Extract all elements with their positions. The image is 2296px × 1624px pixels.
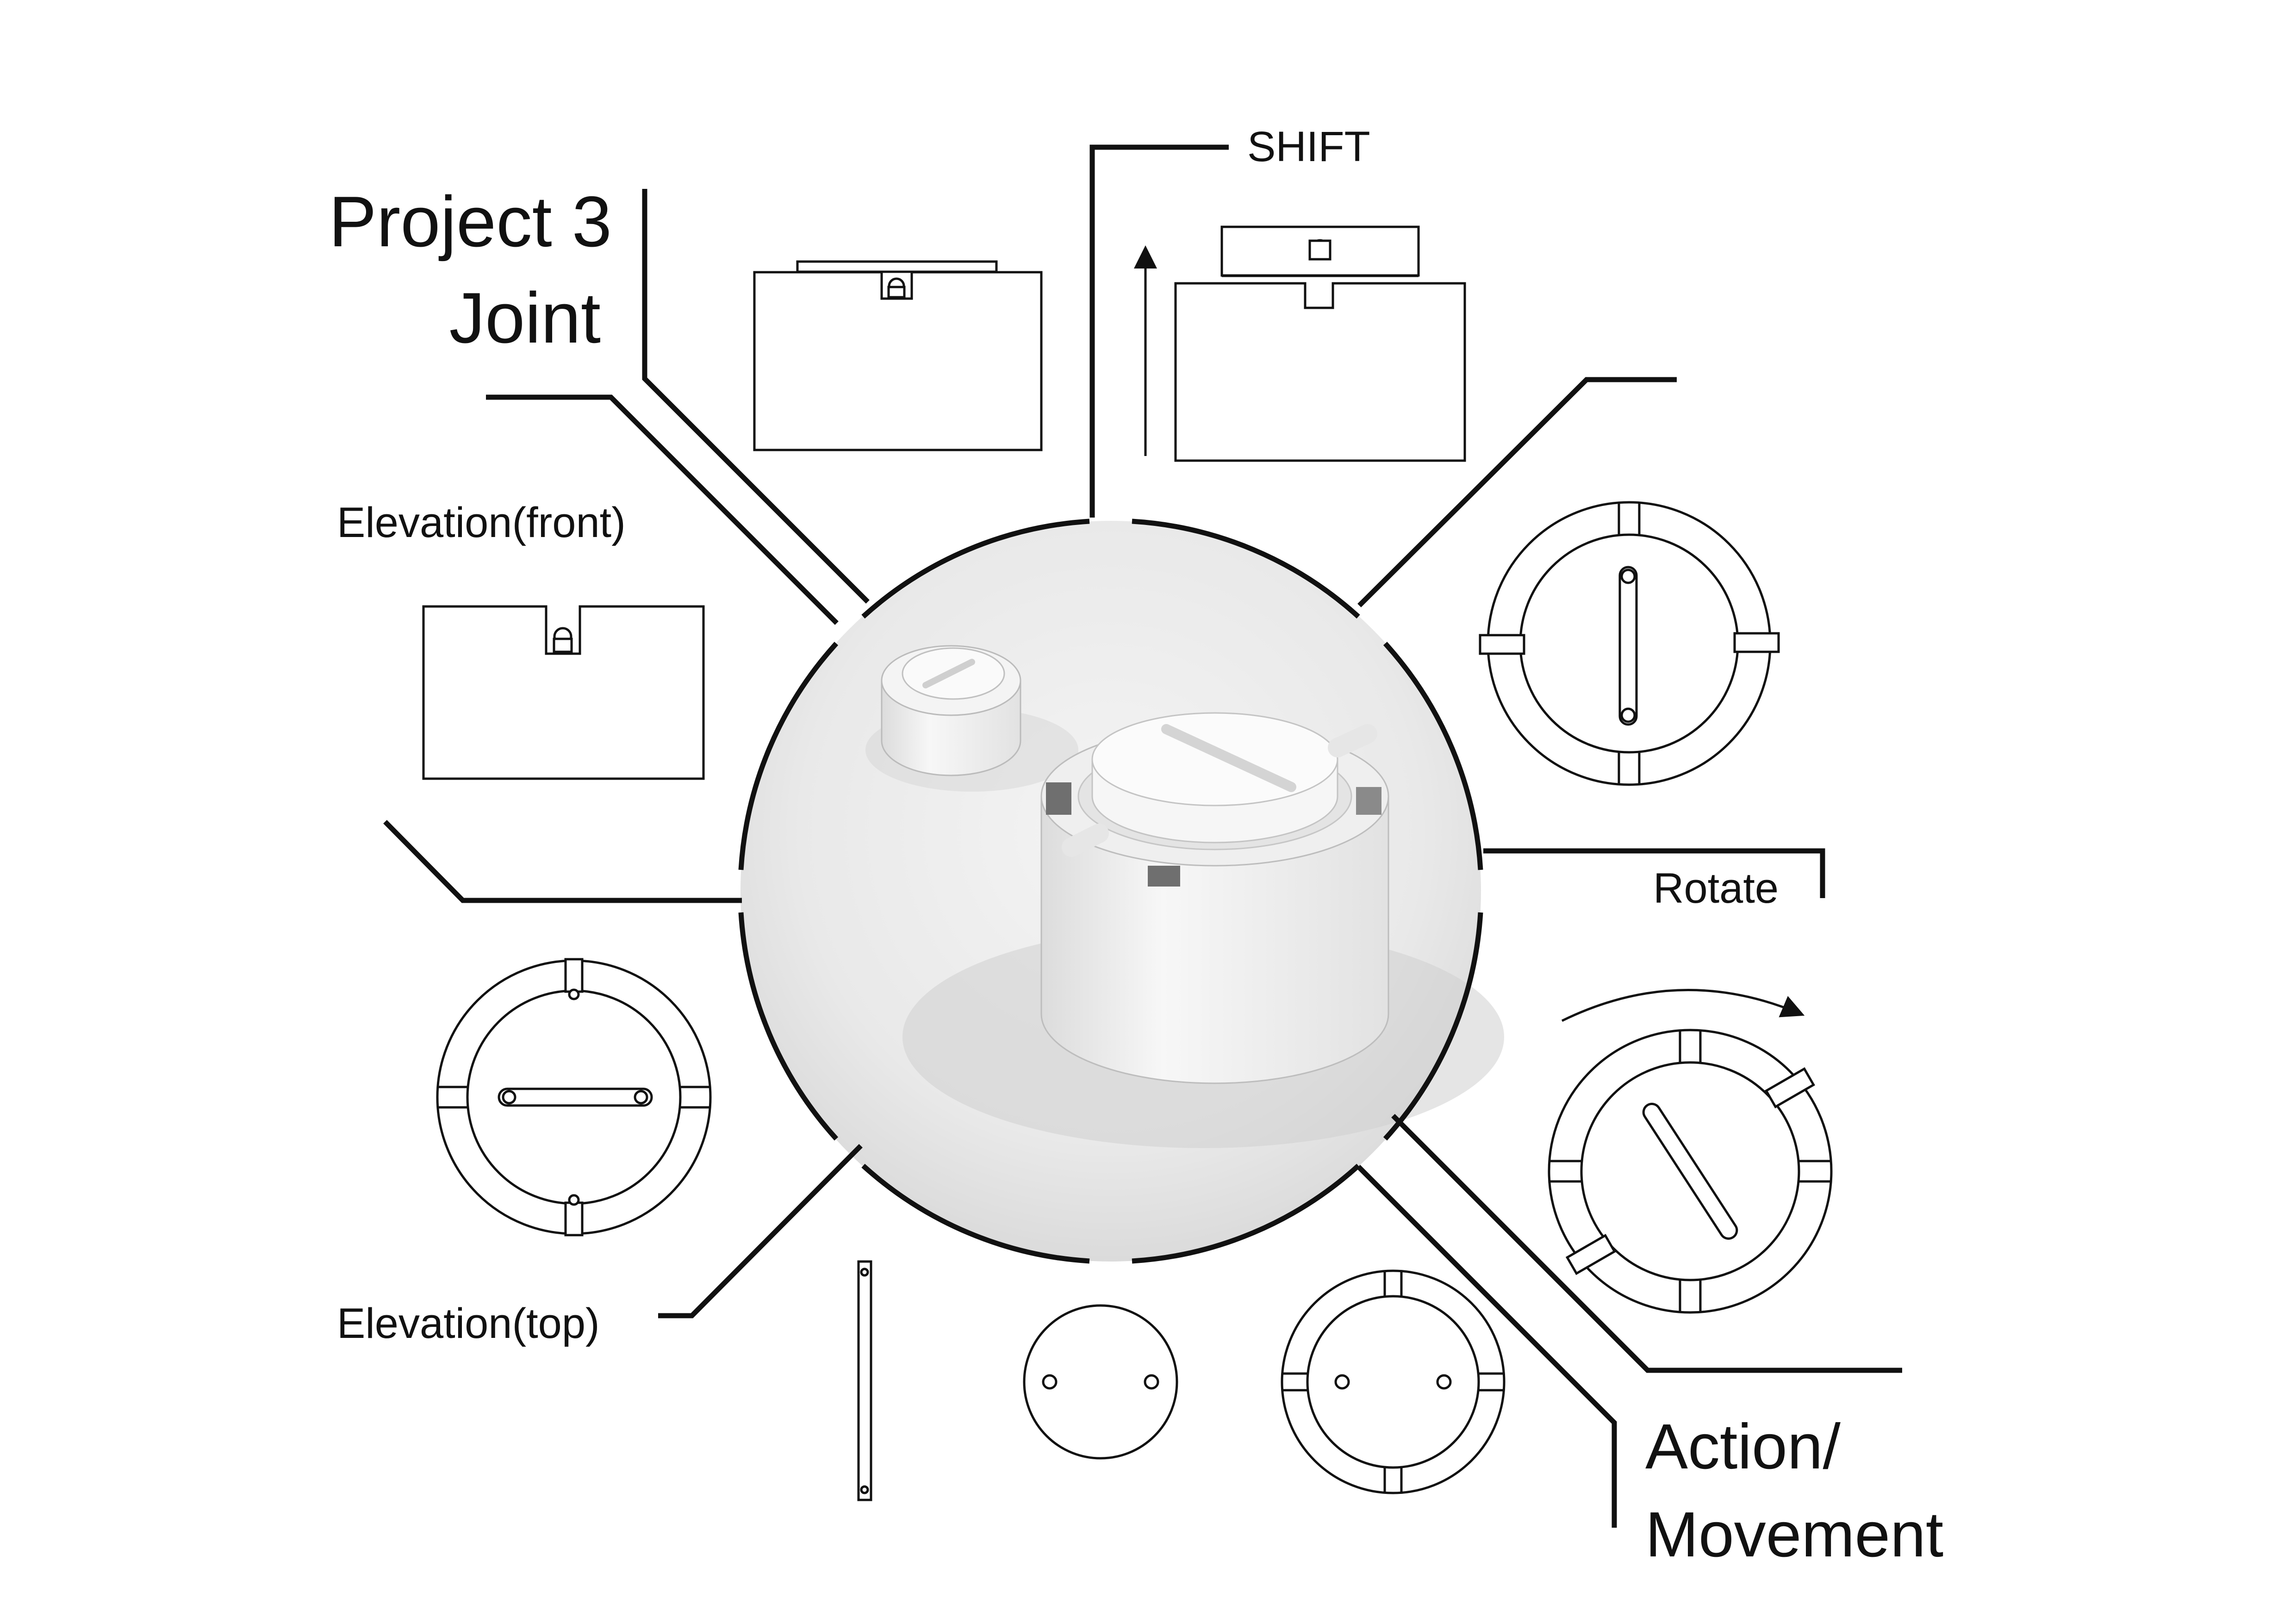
elevation-front-drawing bbox=[422, 605, 705, 780]
circle-frame bbox=[738, 518, 1483, 1264]
project-title-line1: Project 3 bbox=[329, 181, 612, 262]
large-joint-render bbox=[1040, 712, 1389, 1084]
elevation-front-label: Elevation(front) bbox=[337, 499, 626, 546]
disc-part-drawing bbox=[1023, 1304, 1178, 1460]
shift-label: SHIFT bbox=[1247, 123, 1370, 170]
action-label-line1: Action/ bbox=[1645, 1411, 1841, 1482]
elevation-assembled-drawing bbox=[753, 260, 1043, 451]
rotate-label: Rotate bbox=[1653, 865, 1779, 912]
rotate-plan-rotated bbox=[1548, 989, 1833, 1314]
project-title-line2: Joint bbox=[449, 278, 601, 358]
shift-drawing bbox=[1134, 225, 1466, 462]
ring-part-drawing bbox=[1281, 1269, 1506, 1494]
connector-lines bbox=[383, 144, 1902, 1528]
action-label-line2: Movement bbox=[1645, 1499, 1943, 1570]
elevation-top-label: Elevation(top) bbox=[337, 1300, 600, 1347]
rotate-plan-start bbox=[1479, 501, 1780, 786]
elevation-top-plan bbox=[436, 958, 712, 1237]
small-joint-render bbox=[881, 645, 1021, 776]
pin-part-drawing bbox=[857, 1260, 872, 1501]
